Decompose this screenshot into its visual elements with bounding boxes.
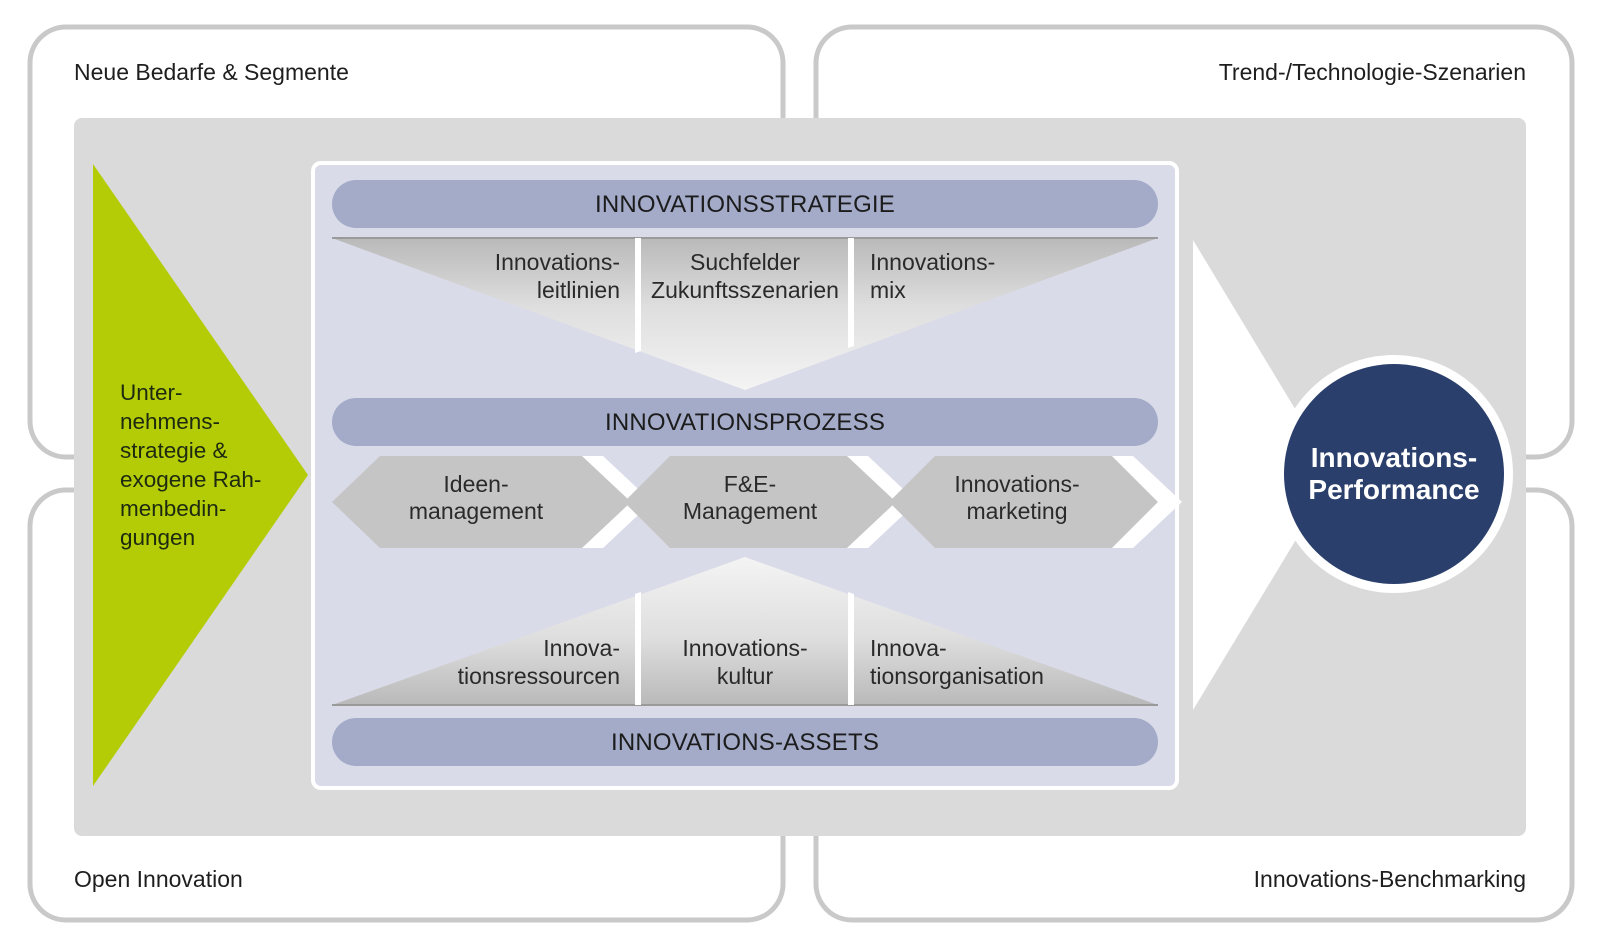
output-arrow [1193, 240, 1335, 710]
left-arrow-text: Unter- nehmens- strategie & exogene Rah-… [120, 380, 261, 550]
strategy-field-3-line-2: mix [870, 277, 906, 303]
left-arrow-line-2: nehmens- [120, 409, 220, 434]
left-arrow-line-6: gungen [120, 525, 195, 550]
strategy-field-3: Innovations- mix [870, 249, 995, 303]
performance-circle: Innovations- Performance [1275, 355, 1513, 593]
process-step-3-line-2: marketing [967, 498, 1068, 524]
process-bar: INNOVATIONSPROZESS [332, 398, 1158, 446]
asset-field-3-line-1: Innova- [870, 635, 947, 661]
strategy-field-1-line-1: Innovations- [495, 249, 620, 275]
asset-field-3-line-2: tionsorganisation [870, 663, 1044, 689]
left-arrow-line-1: Unter- [120, 380, 183, 405]
left-arrow-line-3: strategie & [120, 438, 228, 463]
asset-field-2: Innovations- kultur [682, 635, 807, 689]
process-bar-label: INNOVATIONSPROZESS [605, 409, 885, 436]
strategy-field-2: Suchfelder Zukunftsszenarien [651, 249, 839, 303]
assets-bar: INNOVATIONS-ASSETS [332, 718, 1158, 766]
process-chevrons [332, 456, 1182, 548]
process-step-2-line-1: F&E- [724, 471, 776, 497]
process-step-1-line-2: management [409, 498, 544, 524]
process-step-1-shape [332, 456, 652, 548]
asset-field-1: Innova- tionsressourcen [458, 635, 620, 689]
process-step-2-line-2: Management [683, 498, 818, 524]
asset-field-3: Innova- tionsorganisation [870, 635, 1044, 689]
left-arrow-line-4: exogene Rah- [120, 467, 261, 492]
asset-field-1-line-1: Innova- [543, 635, 620, 661]
strategy-field-3-line-1: Innovations- [870, 249, 995, 275]
process-step-3: Innovations- marketing [954, 471, 1079, 524]
left-green-arrow [93, 164, 308, 786]
performance-line-2: Performance [1308, 474, 1479, 505]
corner-label-top-left: Neue Bedarfe & Segmente [74, 59, 349, 85]
strategy-bar-label: INNOVATIONSSTRATEGIE [595, 191, 895, 218]
strategy-field-1: Innovations- leitlinien [495, 249, 620, 303]
process-step-2-shape [624, 456, 917, 548]
asset-field-2-line-1: Innovations- [682, 635, 807, 661]
performance-line-1: Innovations- [1311, 442, 1477, 473]
assets-bar-label: INNOVATIONS-ASSETS [611, 729, 879, 756]
strategy-field-1-line-2: leitlinien [537, 277, 620, 303]
corner-label-bottom-left: Open Innovation [74, 866, 243, 892]
assets-funnel [332, 557, 1158, 706]
strategy-field-2-line-1: Suchfelder [690, 249, 800, 275]
process-step-3-line-1: Innovations- [954, 471, 1079, 497]
strategy-bar: INNOVATIONSSTRATEGIE [332, 180, 1158, 228]
process-step-1-line-1: Ideen- [443, 471, 508, 497]
process-step-2: F&E- Management [683, 471, 818, 524]
strategy-funnel [332, 237, 1158, 390]
asset-field-1-line-2: tionsressourcen [458, 663, 620, 689]
process-step-3-shape [889, 456, 1158, 548]
corner-label-top-right: Trend-/Technologie-Szenarien [1219, 59, 1526, 85]
process-step-1: Ideen- management [409, 471, 544, 524]
process-chevron-3 [1112, 456, 1182, 548]
left-arrow-line-5: menbedin- [120, 496, 226, 521]
strategy-field-2-line-2: Zukunftsszenarien [651, 277, 839, 303]
asset-field-2-line-2: kultur [717, 663, 774, 689]
corner-label-bottom-right: Innovations-Benchmarking [1254, 866, 1526, 892]
